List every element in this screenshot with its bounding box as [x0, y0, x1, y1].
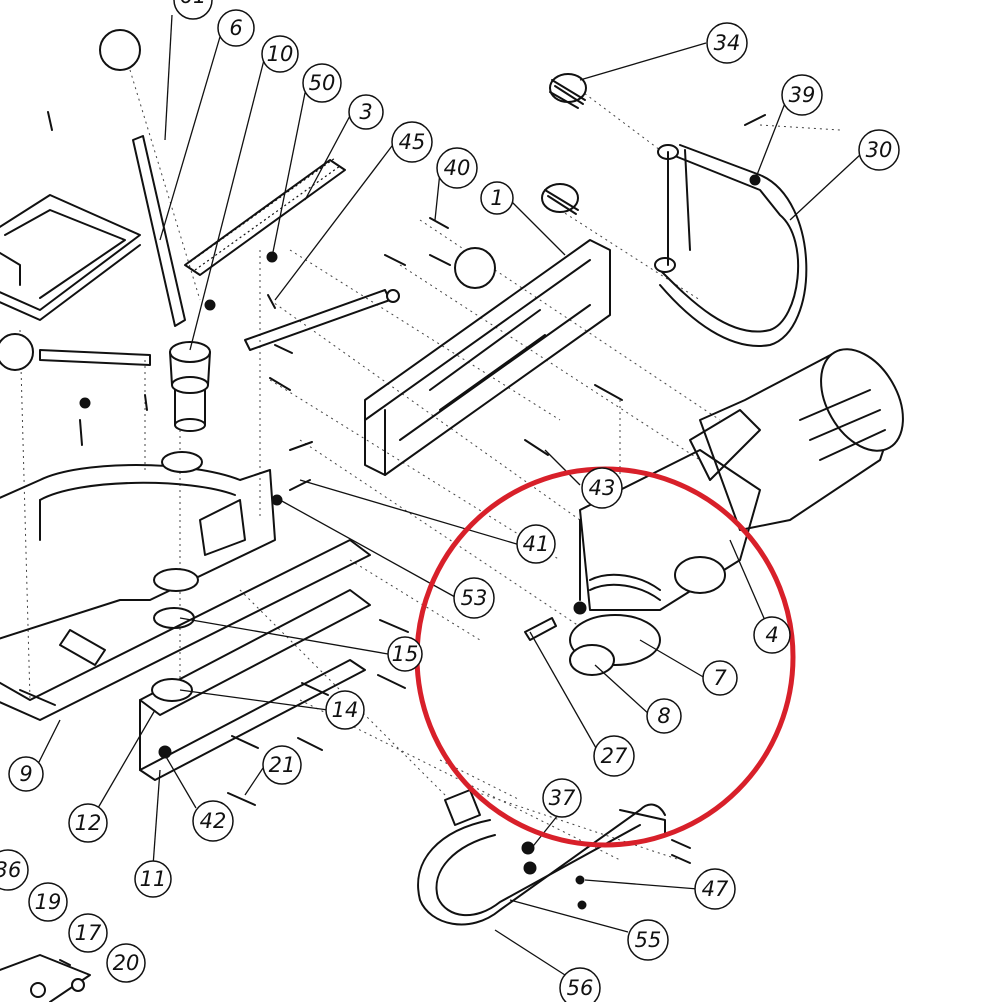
callout-12: 12	[68, 803, 108, 843]
svg-text:8: 8	[657, 704, 670, 728]
svg-text:20: 20	[113, 951, 140, 975]
callout-36: 36	[0, 849, 29, 891]
drill-head-part	[524, 449, 761, 676]
rod-part	[132, 135, 186, 327]
svg-text:36: 36	[0, 858, 21, 882]
callout-11: 11	[134, 860, 172, 898]
svg-text:7: 7	[713, 666, 727, 690]
callout-53: 53	[453, 577, 495, 619]
spring-part	[541, 73, 587, 215]
svg-text:12: 12	[75, 811, 102, 835]
svg-text:61: 61	[180, 0, 207, 8]
callout-14: 14	[325, 690, 365, 730]
callout-7: 7	[702, 660, 738, 696]
callout-17: 17	[68, 913, 108, 953]
svg-text:11: 11	[140, 867, 167, 891]
svg-text:34: 34	[714, 31, 741, 55]
callout-47: 47	[694, 868, 736, 910]
gear-part	[169, 341, 211, 432]
callout-39: 39	[781, 74, 823, 116]
base-housing-part	[0, 451, 276, 640]
callout-55: 55	[627, 919, 669, 961]
svg-text:43: 43	[589, 476, 616, 500]
spring-rack-part	[184, 157, 346, 276]
handle-part	[654, 144, 808, 347]
svg-text:17: 17	[75, 921, 102, 945]
callout-45: 45	[391, 121, 433, 163]
callout-balloons: 34 39 30 6 10 50 3 45 40 1 43 41 53 4 7	[0, 0, 900, 1002]
leader-lines	[34, 14, 862, 976]
svg-text:4: 4	[765, 623, 778, 647]
svg-text:6: 6	[229, 16, 242, 40]
callout-42: 42	[192, 800, 234, 842]
svg-text:27: 27	[601, 744, 628, 768]
svg-text:15: 15	[392, 642, 419, 666]
callout-19: 19	[28, 882, 68, 922]
svg-text:37: 37	[549, 786, 576, 810]
svg-text:10: 10	[267, 42, 294, 66]
svg-text:30: 30	[866, 138, 893, 162]
svg-text:41: 41	[523, 532, 550, 556]
svg-text:42: 42	[200, 809, 227, 833]
callout-4: 4	[753, 616, 791, 654]
base-plate-part	[0, 194, 141, 321]
guide-rail-part	[364, 239, 611, 476]
callout-10: 10	[261, 35, 299, 73]
callout-6: 6	[217, 9, 255, 47]
bottom-left-parts	[0, 954, 91, 1002]
knob-part	[0, 29, 141, 371]
svg-text:50: 50	[309, 71, 336, 95]
svg-text:21: 21	[269, 753, 296, 777]
svg-text:55: 55	[635, 928, 662, 952]
motor-part	[689, 348, 904, 531]
callout-40: 40	[436, 147, 478, 189]
callout-34: 34	[706, 22, 748, 64]
callout-61: 61	[173, 0, 213, 20]
callout-43: 43	[581, 467, 623, 509]
svg-text:40: 40	[444, 156, 471, 180]
svg-text:3: 3	[359, 100, 372, 124]
svg-text:56: 56	[567, 976, 594, 1000]
svg-text:47: 47	[702, 877, 729, 901]
callout-56: 56	[559, 967, 601, 1002]
callout-20: 20	[106, 943, 146, 983]
svg-text:45: 45	[399, 130, 426, 154]
svg-text:53: 53	[461, 586, 488, 610]
slide-part	[139, 589, 371, 781]
svg-text:9: 9	[19, 762, 32, 786]
svg-text:1: 1	[490, 186, 503, 210]
callout-41: 41	[516, 524, 556, 564]
callout-1: 1	[480, 181, 514, 215]
callout-15: 15	[387, 636, 423, 672]
pin-part	[39, 289, 400, 366]
svg-text:19: 19	[35, 890, 62, 914]
callout-3: 3	[348, 94, 384, 130]
base-rail-part	[0, 539, 371, 721]
callout-50: 50	[302, 63, 342, 103]
callout-37: 37	[542, 778, 582, 818]
svg-text:39: 39	[789, 83, 816, 107]
callout-27: 27	[593, 735, 635, 777]
callout-30: 30	[858, 129, 900, 171]
callout-8: 8	[646, 698, 682, 734]
callout-9: 9	[8, 756, 44, 792]
ball-part	[454, 247, 496, 289]
callout-21: 21	[262, 745, 302, 785]
fasteners	[47, 111, 766, 910]
svg-text:14: 14	[332, 698, 359, 722]
bottom-handle-part	[417, 789, 666, 926]
